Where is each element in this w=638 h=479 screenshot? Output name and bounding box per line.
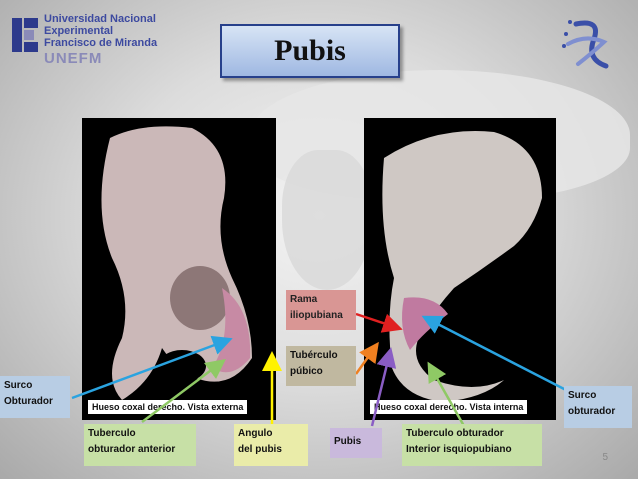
- arrow-tuberculo-pubico: [354, 341, 379, 375]
- arrow-surco-right: [421, 315, 567, 392]
- molecule-decor-icon: [562, 20, 609, 69]
- hip-bone-external-photo: Hueso coxal derecho. Vista externa: [82, 118, 276, 420]
- label-tuberculo-posterior-line2: Interior isquiopubiano: [406, 444, 512, 455]
- logo-acronym: UNEFM: [44, 50, 103, 67]
- label-surco-right-line2: obturador: [568, 406, 616, 417]
- label-surco-obturador-right: Surco obturador: [564, 386, 632, 428]
- label-rama-line2: iliopubiana: [290, 310, 343, 321]
- hip-bone-internal-drawing: [382, 131, 542, 403]
- label-tuberculo-pubico-line1: Tubérculo: [290, 350, 338, 361]
- logo-line-1: Universidad Nacional: [44, 13, 156, 25]
- label-angulo-del-pubis: Angulo del pubis: [234, 424, 308, 466]
- background-sacrum-shape: [282, 150, 372, 290]
- label-tuberculo-obturador-posterior: Tuberculo obturador Interior isquiopubia…: [402, 424, 542, 466]
- hip-bone-internal-photo: Hueso coxal derecho. Vista interna: [364, 118, 556, 420]
- arrow-pubis: [370, 347, 397, 427]
- arrow-rama: [355, 312, 403, 333]
- logo-line-3: Francisco de Miranda: [44, 37, 158, 49]
- label-tuberculo-anterior-line2: obturador anterior: [88, 444, 176, 455]
- label-tuberculo-pubico: Tubérculo púbico: [286, 346, 356, 386]
- label-pubis-text: Pubis: [334, 436, 362, 447]
- university-logo: Universidad Nacional Experimental Franci…: [8, 8, 160, 67]
- label-tuberculo-posterior-line1: Tuberculo obturador: [406, 428, 504, 439]
- arrow-tuberculo-posterior: [427, 361, 466, 427]
- arrow-surco-left: [71, 335, 233, 400]
- label-rama-line1: Rama: [290, 294, 318, 305]
- label-surco-left-line2: Obturador: [4, 396, 53, 407]
- label-angulo-line1: Angulo: [238, 428, 273, 439]
- logo-line-2: Experimental: [44, 25, 114, 37]
- label-angulo-line2: del pubis: [238, 444, 282, 455]
- label-tuberculo-pubico-line2: púbico: [290, 366, 323, 377]
- label-tuberculo-anterior-line1: Tuberculo: [88, 428, 136, 439]
- label-tuberculo-obturador-anterior: Tuberculo obturador anterior: [84, 424, 196, 466]
- arrow-tuberculo-anterior: [141, 359, 226, 423]
- left-photo-caption: Hueso coxal derecho. Vista externa: [88, 400, 248, 414]
- label-surco-right-line1: Surco: [568, 390, 597, 401]
- page-title: Pubis: [274, 34, 346, 67]
- unefm-emblem-icon: [12, 18, 38, 52]
- label-surco-left-line1: Surco: [4, 380, 33, 391]
- right-photo-caption: Hueso coxal derecho. Vista interna: [370, 400, 528, 414]
- page-number: 5: [602, 452, 608, 463]
- label-surco-obturador-left: Surco Obturador: [0, 376, 70, 418]
- label-pubis: Pubis: [330, 428, 382, 458]
- title-box: Pubis: [220, 24, 400, 78]
- label-rama-iliopubiana: Rama iliopubiana: [286, 290, 356, 330]
- hip-bone-external-drawing: [101, 126, 252, 400]
